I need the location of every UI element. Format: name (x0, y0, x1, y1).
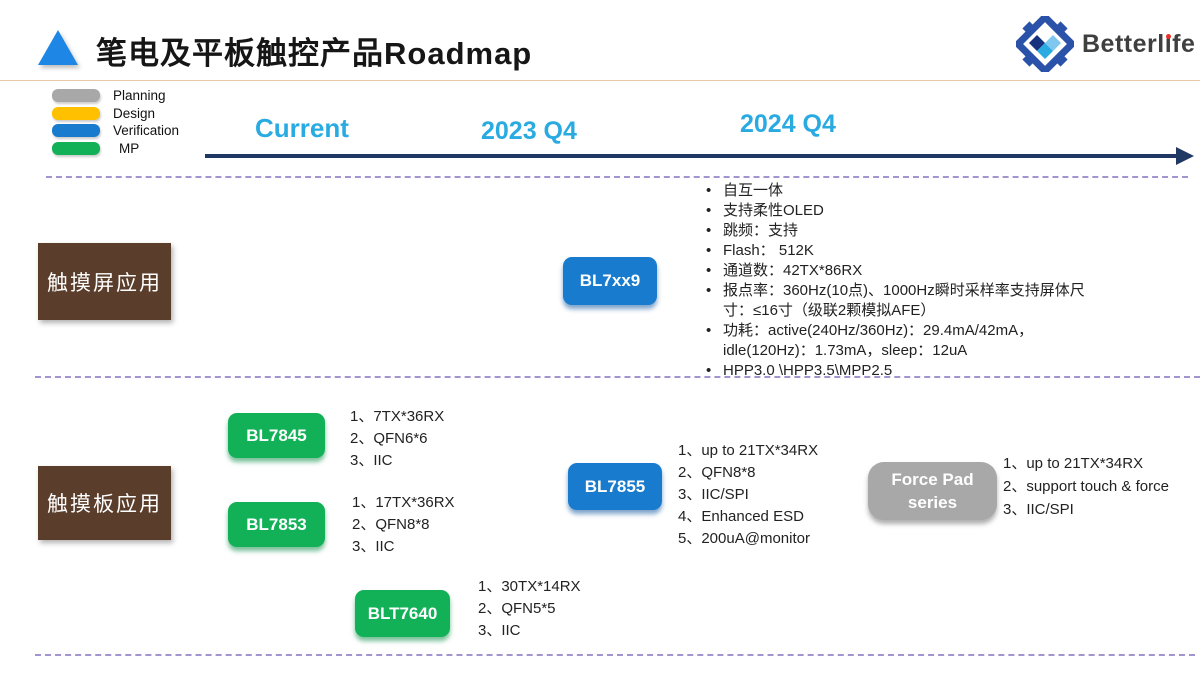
row-label-touchpad: 触摸板应用 (38, 466, 171, 540)
spec-item: 1、30TX*14RX (478, 578, 581, 595)
spec-item: 3、IIC/SPI (1003, 501, 1074, 518)
title-triangle-icon (38, 30, 78, 65)
timeline-label-2023q4: 2023 Q4 (481, 117, 577, 145)
mp-color-swatch (52, 142, 100, 155)
design-color-swatch (52, 107, 100, 120)
timeline-label-current: Current (255, 113, 349, 143)
timeline-label-2024q4: 2024 Q4 (740, 110, 836, 138)
legend-item-planning: Planning (52, 88, 166, 103)
spec-item: 2、QFN5*5 (478, 600, 556, 617)
legend-label: Verification (113, 123, 180, 138)
bl7853-spec-list: 1、17TX*36RX 2、QFN8*8 3、IIC (352, 492, 455, 558)
spec-item: HPP3.0 \HPP3.5\MPP2.5 (703, 361, 1107, 381)
spec-item: 2、support touch & force (1003, 478, 1169, 495)
chip-bl7855: BL7855 (568, 463, 662, 510)
spec-item: 4、Enhanced ESD (678, 508, 804, 525)
spec-item: 功耗：active(240Hz/360Hz)：29.4mA/42mA，idle(… (703, 321, 1107, 361)
wordmark-pre: Betterl (1082, 29, 1165, 58)
spec-item: 跳频：支持 (703, 221, 1107, 241)
legend-item-design: Design (52, 106, 155, 121)
legend-label: MP (119, 141, 140, 156)
divider-dashed-bottom (35, 654, 1195, 656)
spec-item: 2、QFN8*8 (678, 464, 756, 481)
wordmark-i: ı (1164, 29, 1173, 58)
chip-force-pad-series: Force Pad series (868, 462, 997, 520)
legend-label: Design (113, 106, 156, 121)
betterlife-diamond-icon (1016, 16, 1074, 72)
chip-blt7640: BLT7640 (355, 590, 450, 637)
spec-item: 3、IIC/SPI (678, 486, 749, 503)
chip-bl7853: BL7853 (228, 502, 325, 547)
spec-item: 支持柔性OLED (703, 201, 1107, 221)
spec-item: 3、IIC (350, 452, 393, 469)
spec-item: 5、200uA@monitor (678, 530, 810, 547)
header-divider (0, 80, 1200, 81)
timeline-arrowhead-icon (1176, 147, 1194, 165)
bl7855-spec-list: 1、up to 21TX*34RX 2、QFN8*8 3、IIC/SPI 4、E… (678, 440, 818, 550)
chip-bl7845: BL7845 (228, 413, 325, 458)
legend-label: Planning (113, 88, 166, 103)
spec-item: 报点率：360Hz(10点)、1000Hz瞬时采样率支持屏体尺寸：≤16寸（级联… (703, 281, 1107, 321)
spec-item: 1、up to 21TX*34RX (678, 442, 819, 459)
bl7845-spec-list: 1、7TX*36RX 2、QFN6*6 3、IIC (350, 406, 444, 472)
timeline-arrow-line (205, 154, 1178, 158)
legend-item-verification: Verification (52, 123, 179, 138)
red-dot-icon (1165, 33, 1171, 39)
force-pad-spec-list: 1、up to 21TX*34RX 2、support touch & forc… (1003, 452, 1169, 521)
row-label-touchscreen: 触摸屏应用 (38, 243, 171, 320)
spec-item: 1、7TX*36RX (350, 408, 445, 425)
blt7640-spec-list: 1、30TX*14RX 2、QFN5*5 3、IIC (478, 576, 581, 642)
planning-color-swatch (52, 89, 100, 102)
spec-item: 1、up to 21TX*34RX (1003, 455, 1144, 472)
bl7xx9-spec-list: 自互一体 支持柔性OLED 跳频：支持 Flash： 512K 通道数：42TX… (703, 181, 1107, 381)
legend-item-mp: MP (52, 141, 139, 156)
spec-item: 3、IIC (478, 622, 521, 639)
spec-item: 2、QFN8*8 (352, 516, 430, 533)
spec-item: 2、QFN6*6 (350, 430, 428, 447)
divider-dashed-top (46, 176, 1188, 178)
spec-item: 1、17TX*36RX (352, 494, 455, 511)
spec-item: Flash： 512K (703, 241, 1107, 261)
spec-item: 自互一体 (703, 181, 1107, 201)
spec-item: 通道数：42TX*86RX (703, 261, 1107, 281)
verification-color-swatch (52, 124, 100, 137)
spec-item: 3、IIC (352, 538, 395, 555)
wordmark-post: fe (1172, 29, 1196, 58)
divider-dashed-middle (35, 376, 1200, 378)
page-title: 笔电及平板触控产品Roadmap (96, 36, 533, 71)
chip-bl7xx9: BL7xx9 (563, 257, 657, 305)
